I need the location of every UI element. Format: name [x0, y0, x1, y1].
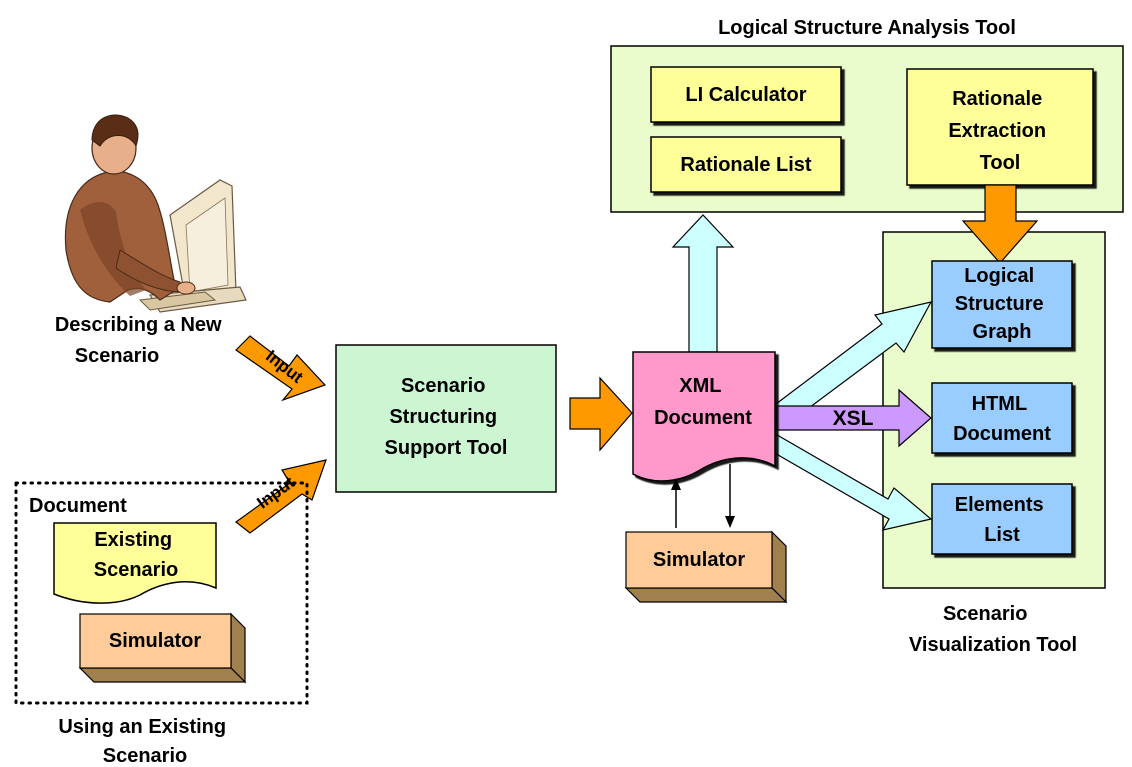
rationale-extraction-box[interactable] [906, 68, 1094, 186]
xml-to-elements-arrow [765, 431, 933, 531]
xml-to-analysis-arrow [671, 214, 735, 353]
analysis-tool-title: Logical Structure Analysis Tool [718, 17, 1016, 39]
existing-scenario-document-shape[interactable] [53, 522, 217, 604]
existing-scenario-doc-label: Existing Scenario [94, 529, 178, 581]
elements-list-label: Elements List [955, 494, 1050, 546]
extraction-to-graph-arrow [961, 184, 1039, 264]
input-arrow-lower [235, 459, 327, 534]
rationale-list-box[interactable] [650, 136, 842, 193]
li-calculator-box[interactable] [650, 66, 842, 123]
visualization-tool-title: Scenario Visualization Tool [909, 603, 1077, 656]
logical-structure-graph-label: Logical Structure Graph [955, 265, 1049, 343]
support-to-xml-arrow [569, 376, 633, 452]
simulator-to-xml-arrowhead [671, 478, 681, 490]
simulator-left-box[interactable] [79, 613, 232, 669]
rationale-list-label: Rationale List [680, 154, 811, 176]
rationale-extraction-label: Rationale Extraction Tool [948, 88, 1051, 174]
html-document-label: HTML Document [953, 393, 1051, 445]
xsl-label: XSL [833, 407, 874, 430]
xml-document-label: XML Document [654, 375, 752, 429]
li-calculator-label: LI Calculator [685, 84, 806, 106]
document-label: Document [29, 495, 127, 517]
xml-document-shape[interactable] [632, 351, 776, 482]
simulator-center-bottom [624, 587, 788, 603]
simulator-center-label: Simulator [653, 549, 745, 571]
simulator-left-bottom [78, 667, 247, 683]
existing-scenario-caption: Using an Existing Scenario [58, 716, 231, 767]
xml-to-simulator-arrowhead [725, 516, 735, 528]
logical-structure-graph-box[interactable] [931, 260, 1073, 349]
xsl-arrow [775, 388, 932, 448]
new-scenario-caption: Describing a New Scenario [55, 314, 227, 367]
person-at-computer-icon [64, 114, 247, 313]
support-tool-box[interactable] [335, 344, 557, 493]
input-arrow-upper [235, 335, 327, 402]
support-tool-label: Scenario Structuring Support Tool [385, 375, 508, 459]
html-document-box[interactable] [931, 382, 1073, 454]
simulator-center-box[interactable] [625, 531, 773, 589]
existing-scenario-group [14, 481, 309, 705]
elements-list-box[interactable] [931, 483, 1073, 555]
simulator-left-label: Simulator [109, 630, 201, 652]
